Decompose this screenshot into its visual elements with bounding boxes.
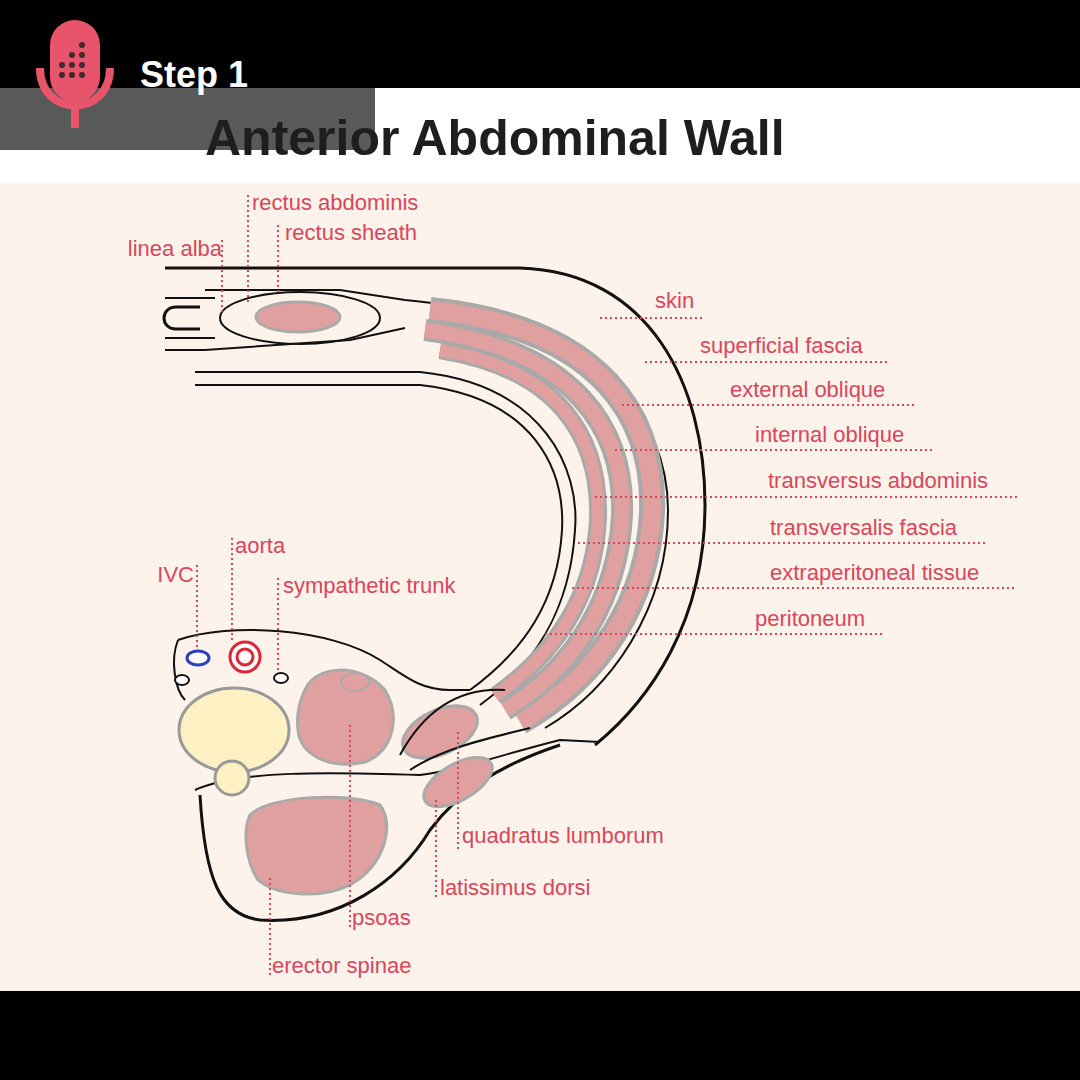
spinal-canal [215,761,249,795]
part-label: erector spinae [272,953,411,979]
aorta-lumen [237,649,253,665]
diagram-background [0,183,1080,991]
sympathetic-ganglion [175,675,189,685]
leader-line [545,633,885,635]
erector-spinae-muscle [246,797,387,894]
leader-line [595,496,1020,498]
leader-line [349,725,351,928]
title-band [0,88,1080,183]
step-label: Step 1 [140,55,248,95]
part-label: rectus abdominis [252,190,418,216]
transversus-muscle [440,350,598,696]
leader-line [645,361,888,363]
part-label: sympathetic trunk [283,573,455,599]
psoas-muscle [297,670,393,764]
part-label: superficial fascia [700,333,863,359]
vertebral-body [179,688,289,772]
midline-lines [165,298,215,338]
aorta-vessel [230,642,260,672]
peritoneum-line [195,385,562,690]
part-label: latissimus dorsi [440,875,590,901]
part-label: IVC [157,562,194,588]
leader-line [615,449,935,451]
leader-line [196,565,198,650]
part-label: transversus abdominis [768,468,988,494]
sympathetic-ganglion [274,673,288,683]
internal-oblique-band [425,330,622,710]
leader-line [269,878,271,976]
mic-dots [59,42,85,78]
mic-body [50,20,100,102]
internal-oblique-muscle [425,330,622,710]
rectus-sheath [220,292,380,344]
fascia-line [400,690,530,770]
leader-line [457,732,459,850]
leader-lines [197,195,1020,976]
transversalis-line [195,372,575,705]
transversus-band [440,350,598,696]
part-label: quadratus lumborum [462,823,664,849]
posterior-outline [174,640,185,700]
mic-holder [40,68,110,106]
part-label: extraperitoneal tissue [770,560,979,586]
mic-stand [71,108,79,128]
part-label: external oblique [730,377,885,403]
part-label: aorta [235,533,285,559]
leader-line [435,800,437,898]
leader-line [600,317,702,319]
part-label: rectus sheath [285,220,417,246]
rectus-muscle [256,302,340,332]
diagram-title: Anterior Abdominal Wall [205,108,785,168]
leader-line [231,538,233,643]
leader-line [247,195,249,305]
leader-line [277,578,279,672]
part-label: peritoneum [755,606,865,632]
part-label: transversalis fascia [770,515,957,541]
linea-alba-symbol [164,307,200,329]
microphone-icon [40,20,110,128]
leader-line [578,542,985,544]
psoas-minor [341,673,369,691]
leader-line [572,587,1015,589]
part-label: skin [655,288,694,314]
ivc-vessel [187,651,209,665]
skin-outline [165,268,705,745]
leader-line [277,225,279,292]
part-label: linea alba [128,236,222,262]
leader-line [622,404,915,406]
part-label: internal oblique [755,422,904,448]
part-label: psoas [352,905,411,931]
superficial-fascia-line [205,290,668,728]
